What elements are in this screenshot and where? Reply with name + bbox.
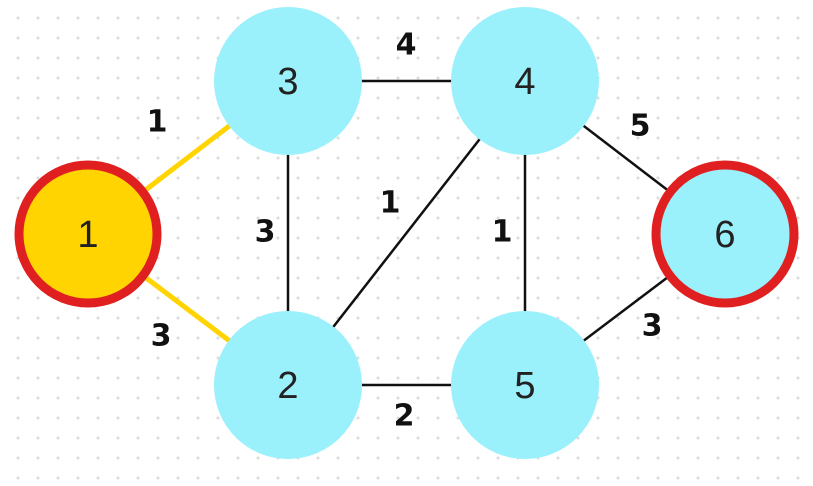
edge-weight-5-6: 3 — [642, 309, 663, 344]
node-3: 3 — [214, 7, 362, 155]
node-label-5: 5 — [514, 365, 535, 407]
weights-layer: 1 3 4 3 1 1 2 5 3 — [147, 28, 663, 434]
node-circle-5 — [451, 311, 599, 459]
node-6: 6 — [651, 160, 799, 308]
node-2: 2 — [214, 311, 362, 459]
node-circle-6 — [651, 160, 799, 308]
edge-weight-4-6: 5 — [630, 109, 651, 144]
node-label-3: 3 — [277, 61, 298, 103]
edge-weight-3-2: 3 — [255, 215, 276, 250]
edge-weight-1-3: 1 — [147, 105, 168, 140]
edge-weight-1-2: 3 — [151, 319, 172, 354]
node-label-2: 2 — [277, 365, 298, 407]
edge-weight-2-5: 2 — [394, 399, 415, 434]
edge-weight-4-5: 1 — [492, 215, 513, 250]
edge-weight-2-4: 1 — [380, 186, 401, 221]
node-circle-4 — [451, 7, 599, 155]
node-label-4: 4 — [514, 61, 535, 103]
node-4: 4 — [451, 7, 599, 155]
node-circle-3 — [214, 7, 362, 155]
edge-weight-3-4: 4 — [396, 28, 417, 63]
node-1: 1 — [14, 160, 162, 308]
node-circle-2 — [214, 311, 362, 459]
node-5: 5 — [451, 311, 599, 459]
node-label-6: 6 — [714, 214, 735, 256]
node-label-1: 1 — [77, 214, 98, 256]
node-circle-1 — [14, 160, 162, 308]
nodes-layer: 1 2 3 4 5 6 — [14, 7, 799, 459]
